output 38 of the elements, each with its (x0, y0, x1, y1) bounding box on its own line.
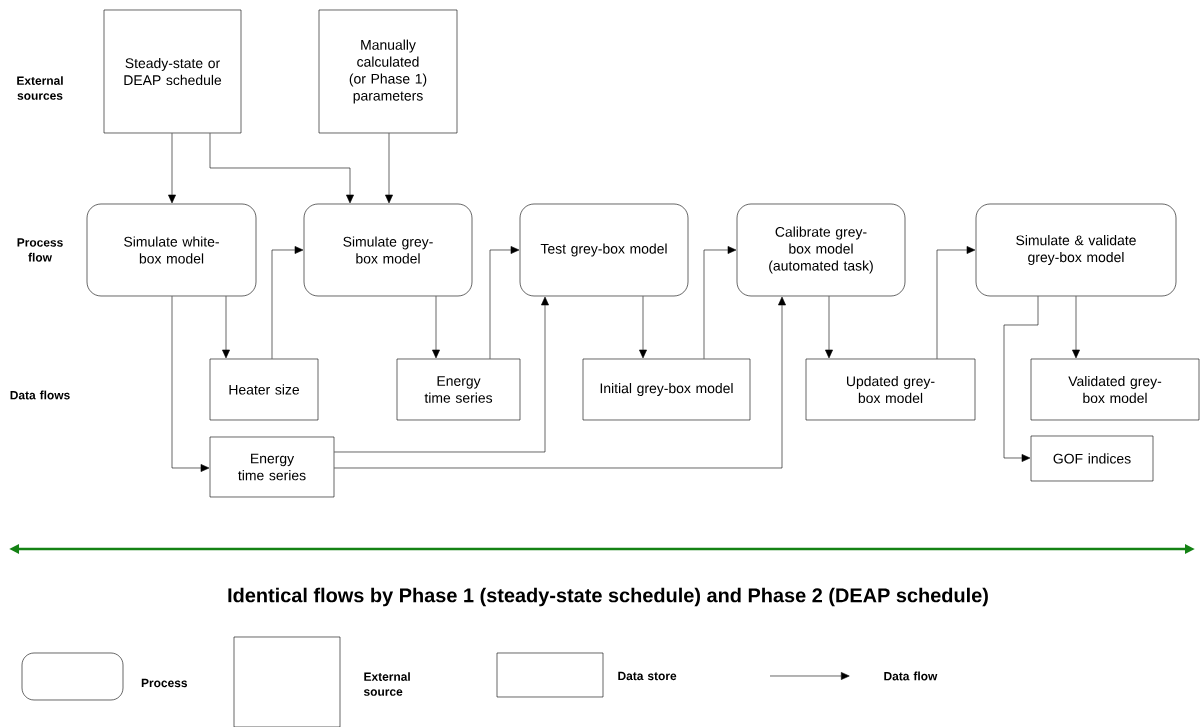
data-store-box: GOF indices (1030, 435, 1154, 482)
arrow (385, 133, 393, 204)
external-source-box: Steady-state or DEAP schedule (103, 9, 242, 134)
process-box: Simulate grey-box model (303, 203, 473, 297)
legend-entry: Data flow (769, 671, 938, 681)
row-label: Process flow (17, 238, 63, 262)
arrow (825, 296, 833, 359)
data-store-box: Energy time series (396, 358, 521, 421)
data-store-box: Validated grey-box model (1030, 358, 1200, 421)
arrow (936, 246, 976, 359)
process-box: Simulate & validate grey-box model (975, 203, 1177, 297)
arrow (489, 246, 520, 359)
arrow (222, 296, 230, 359)
arrow (209, 133, 354, 204)
arrow (703, 246, 737, 359)
data-store-box: Energy time series (209, 436, 335, 498)
data-store-box: Heater size (209, 358, 319, 421)
arrow (171, 296, 210, 472)
arrow (639, 296, 647, 359)
arrow (432, 296, 440, 359)
data-store-box: Updated grey-box model (805, 358, 976, 421)
data-store-box: Initial grey-box model (582, 358, 751, 421)
arrow (334, 296, 549, 453)
arrow (271, 246, 304, 359)
row-label: External sources (17, 76, 63, 100)
process-box: Test grey-box model (519, 203, 689, 297)
arrow (334, 296, 786, 469)
process-box: Calibrate grey-box model (automated task) (736, 203, 906, 297)
arrow (1003, 296, 1039, 462)
external-source-box: Manually calculated (or Phase 1) parameters (318, 9, 458, 134)
legend-entry: Data store (496, 652, 677, 698)
legend-entry: Process (21, 652, 188, 701)
arrow (1072, 296, 1080, 359)
process-box: Simulate white-box model (86, 203, 257, 297)
legend-entry: External source (233, 636, 410, 727)
row-label: Data flows (10, 390, 70, 400)
caption: Identical flows by Phase 1 (steady-state schedule) and Phase 2 (DEAP schedule) (228, 587, 988, 607)
arrow (168, 133, 176, 204)
